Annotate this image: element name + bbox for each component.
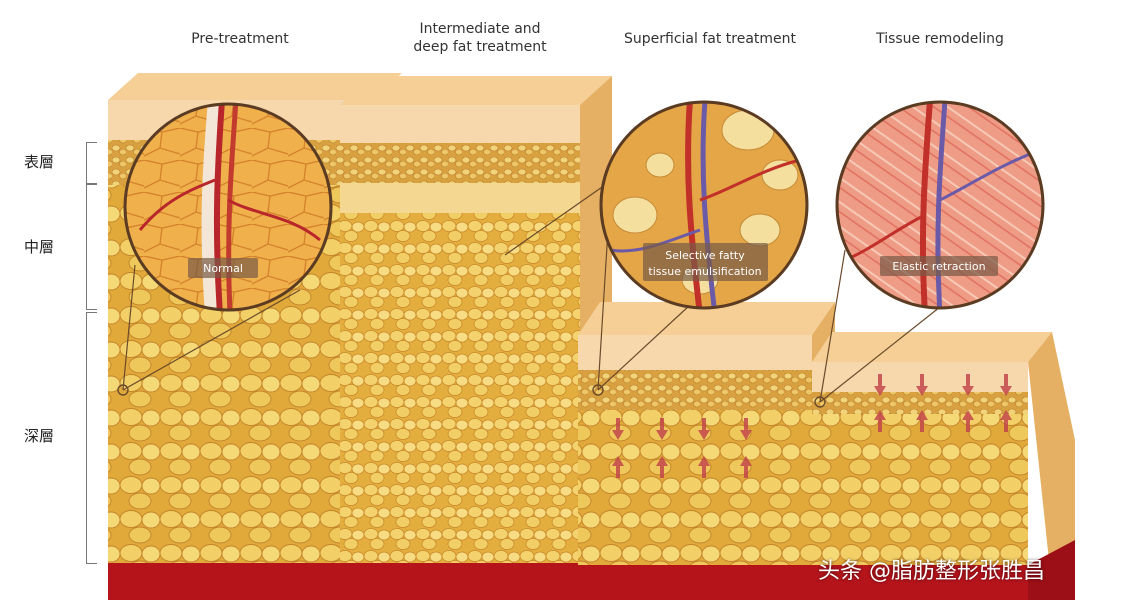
block-intermediate-deep (340, 76, 612, 600)
block-tissue-remodeling (812, 332, 1075, 600)
callout-emulsification-line1: Selective fatty (665, 249, 745, 262)
arrow-icon (874, 374, 886, 396)
callout-elastic-retraction (835, 100, 1045, 310)
stage-title-pre-treatment: Pre-treatment (191, 31, 289, 47)
arrow-icon (1000, 410, 1012, 432)
bracket-deep-layer (86, 312, 97, 564)
stage-title-remodeling: Tissue remodeling (876, 31, 1004, 47)
stage-title-superficial: Superficial fat treatment (623, 31, 797, 47)
bracket-middle-layer (86, 184, 97, 310)
callout-elastic-text: Elastic retraction (892, 260, 985, 273)
arrow-icon (612, 456, 624, 478)
arrow-icon (1000, 374, 1012, 396)
arrow-icon (916, 374, 928, 396)
stage-title-intermediate-line2: deep fat treatment (413, 39, 547, 55)
callout-connectors (122, 184, 941, 403)
callout-emulsification-line2: tissue emulsification (648, 265, 761, 278)
callout-label-box (643, 243, 768, 281)
arrow-icon (612, 418, 624, 440)
arrow-icon (962, 374, 974, 396)
block-superficial (578, 302, 835, 600)
callout-normal-text: Normal (203, 262, 243, 275)
callout-emulsification (599, 100, 809, 310)
compression-arrows (612, 374, 1012, 478)
arrow-icon (698, 456, 710, 478)
arrow-icon (656, 456, 668, 478)
arrow-icon (916, 410, 928, 432)
arrow-icon (656, 418, 668, 440)
stage-title-intermediate: Intermediate and deep fat treatment (395, 20, 565, 56)
layer-label-deep: 深層 (24, 427, 55, 445)
watermark: 头条 @脂肪整形张胜昌 (818, 559, 1045, 584)
arrow-icon (698, 418, 710, 440)
layer-label-middle: 中層 (24, 238, 55, 256)
arrow-icon (874, 410, 886, 432)
stage-title-intermediate-line1: Intermediate and (419, 21, 541, 37)
callout-label-box (880, 256, 998, 276)
bracket-top-layer (86, 142, 97, 184)
arrow-icon (962, 410, 974, 432)
callout-label-box (188, 258, 258, 278)
arrow-icon (740, 418, 752, 440)
arrow-icon (740, 456, 752, 478)
layer-label-top: 表層 (24, 153, 55, 171)
